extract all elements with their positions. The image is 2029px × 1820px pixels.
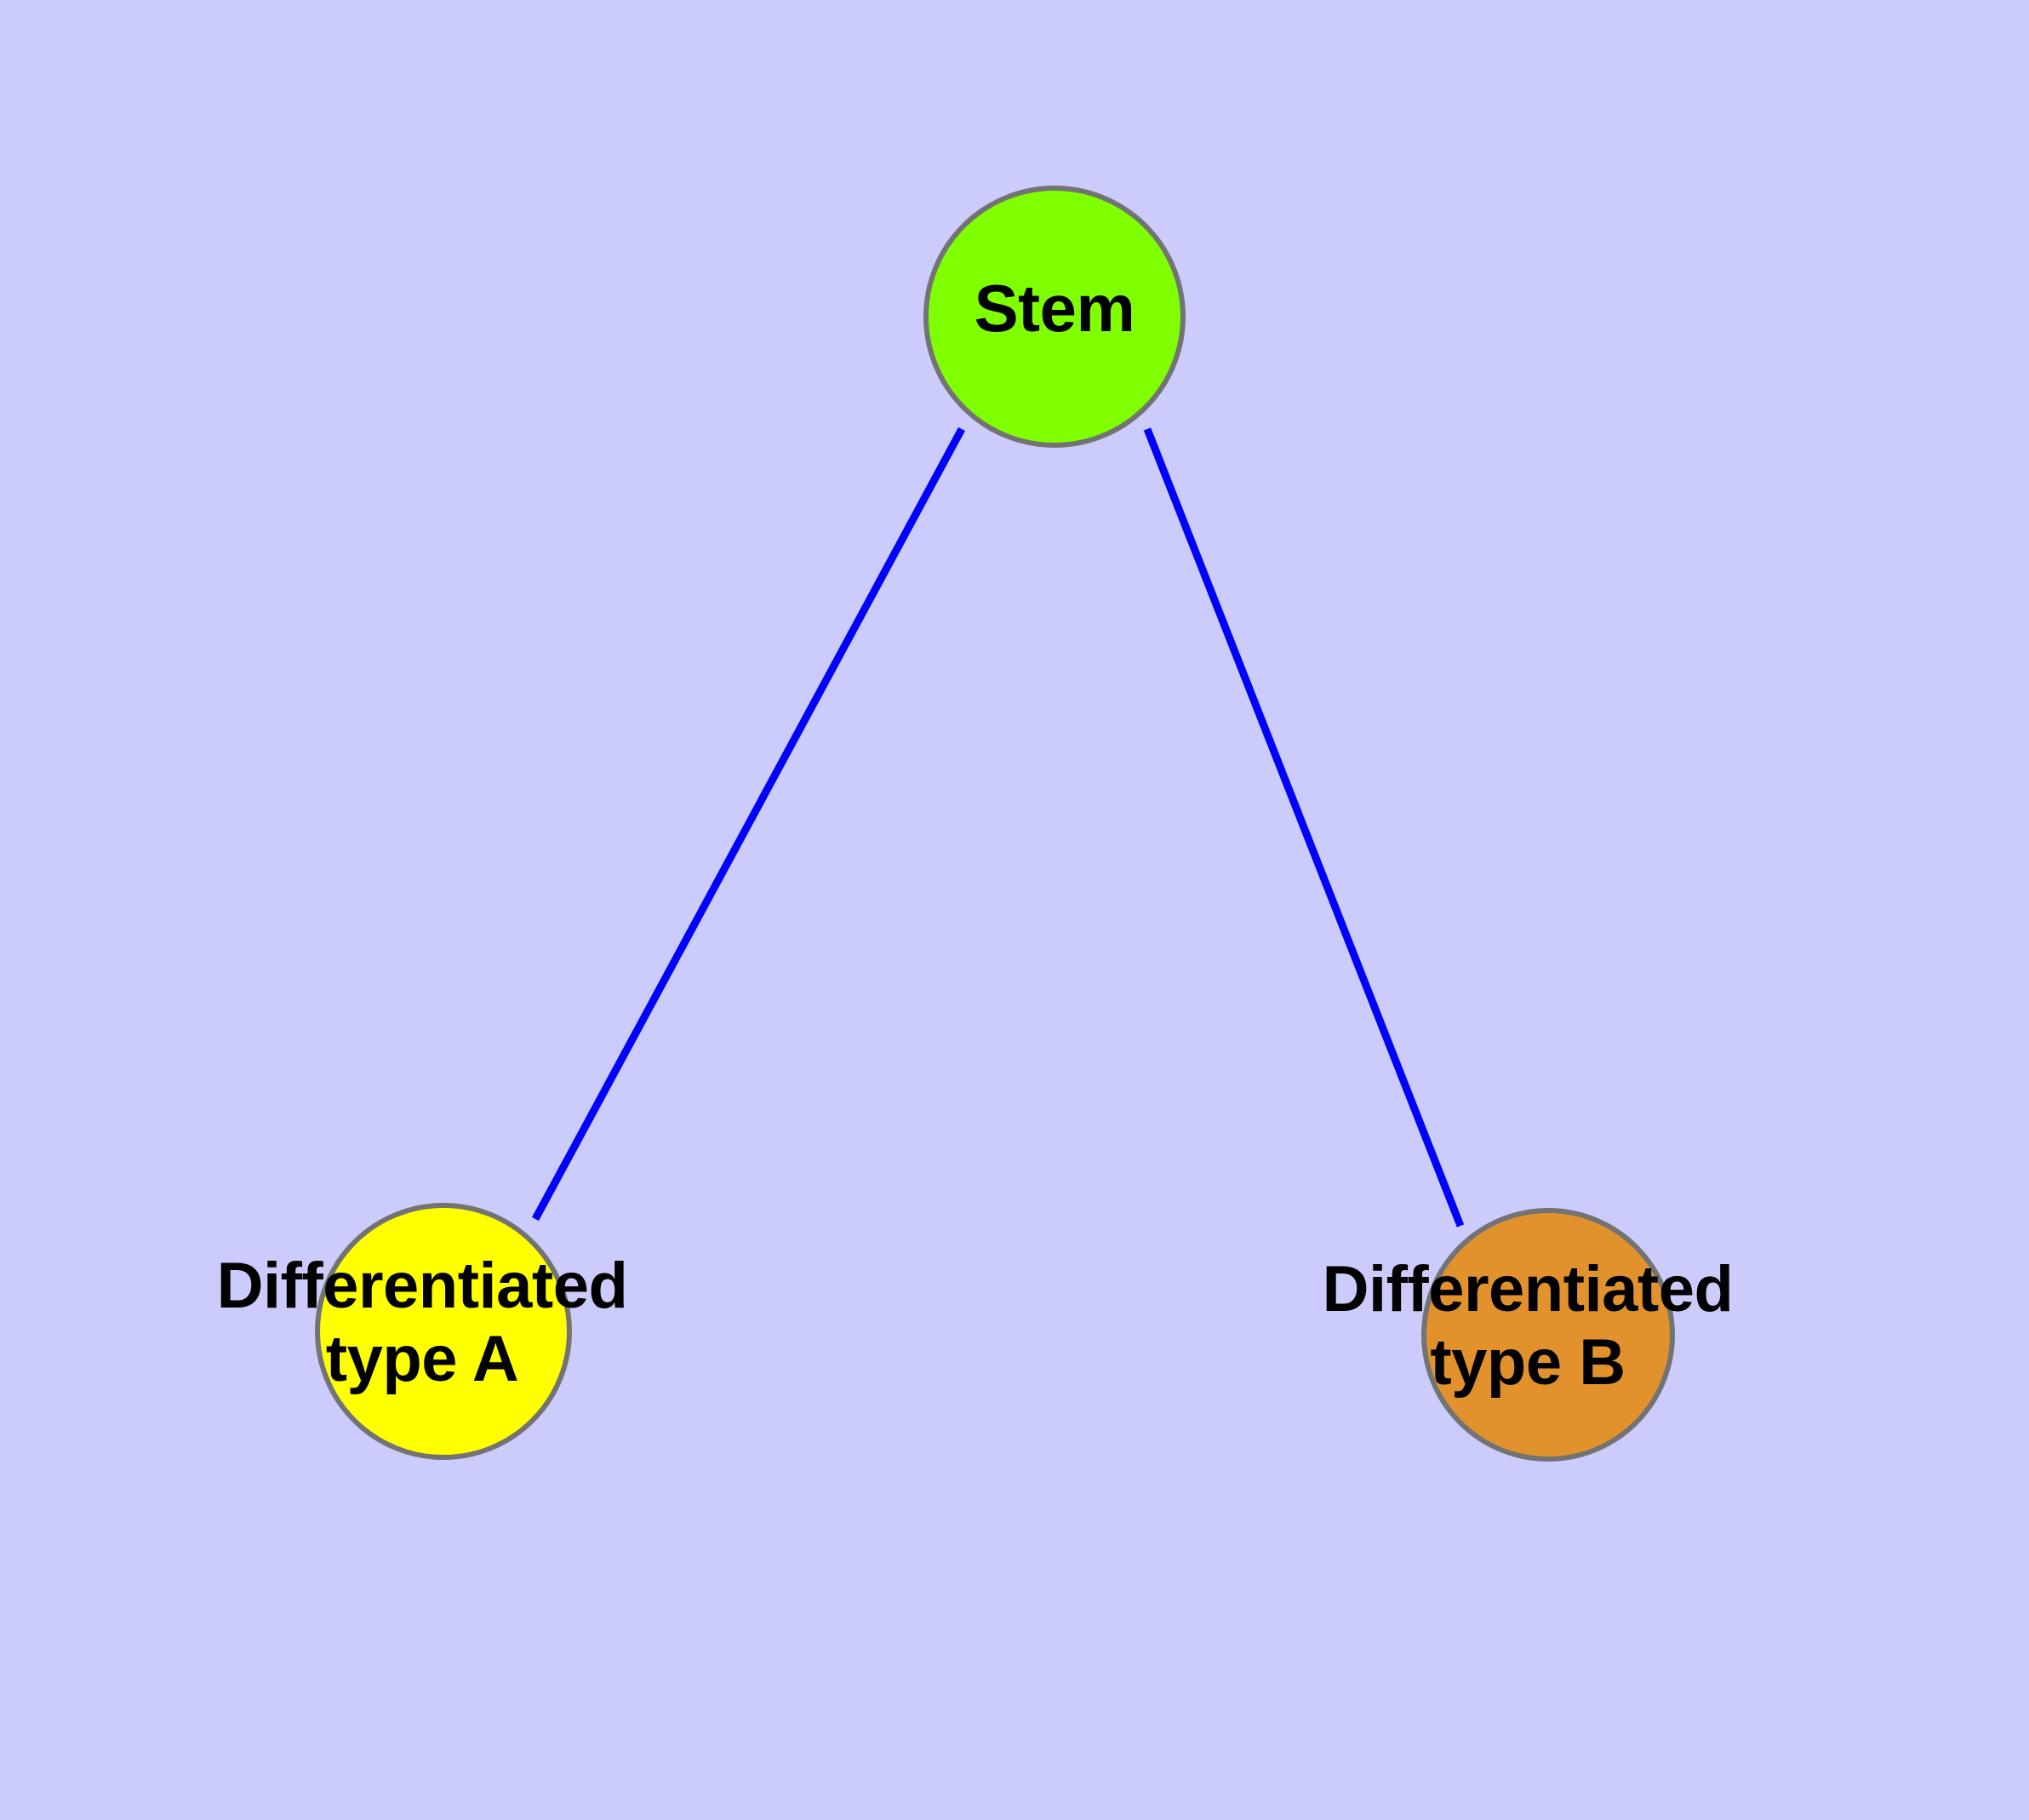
node-differentiated-type-b[interactable] [1421,1208,1675,1462]
edge-stem-to-diff-b [1143,427,1465,1228]
node-stem[interactable] [923,186,1186,448]
node-differentiated-type-a[interactable] [315,1203,572,1460]
edge-stem-to-diff-a [532,426,965,1222]
